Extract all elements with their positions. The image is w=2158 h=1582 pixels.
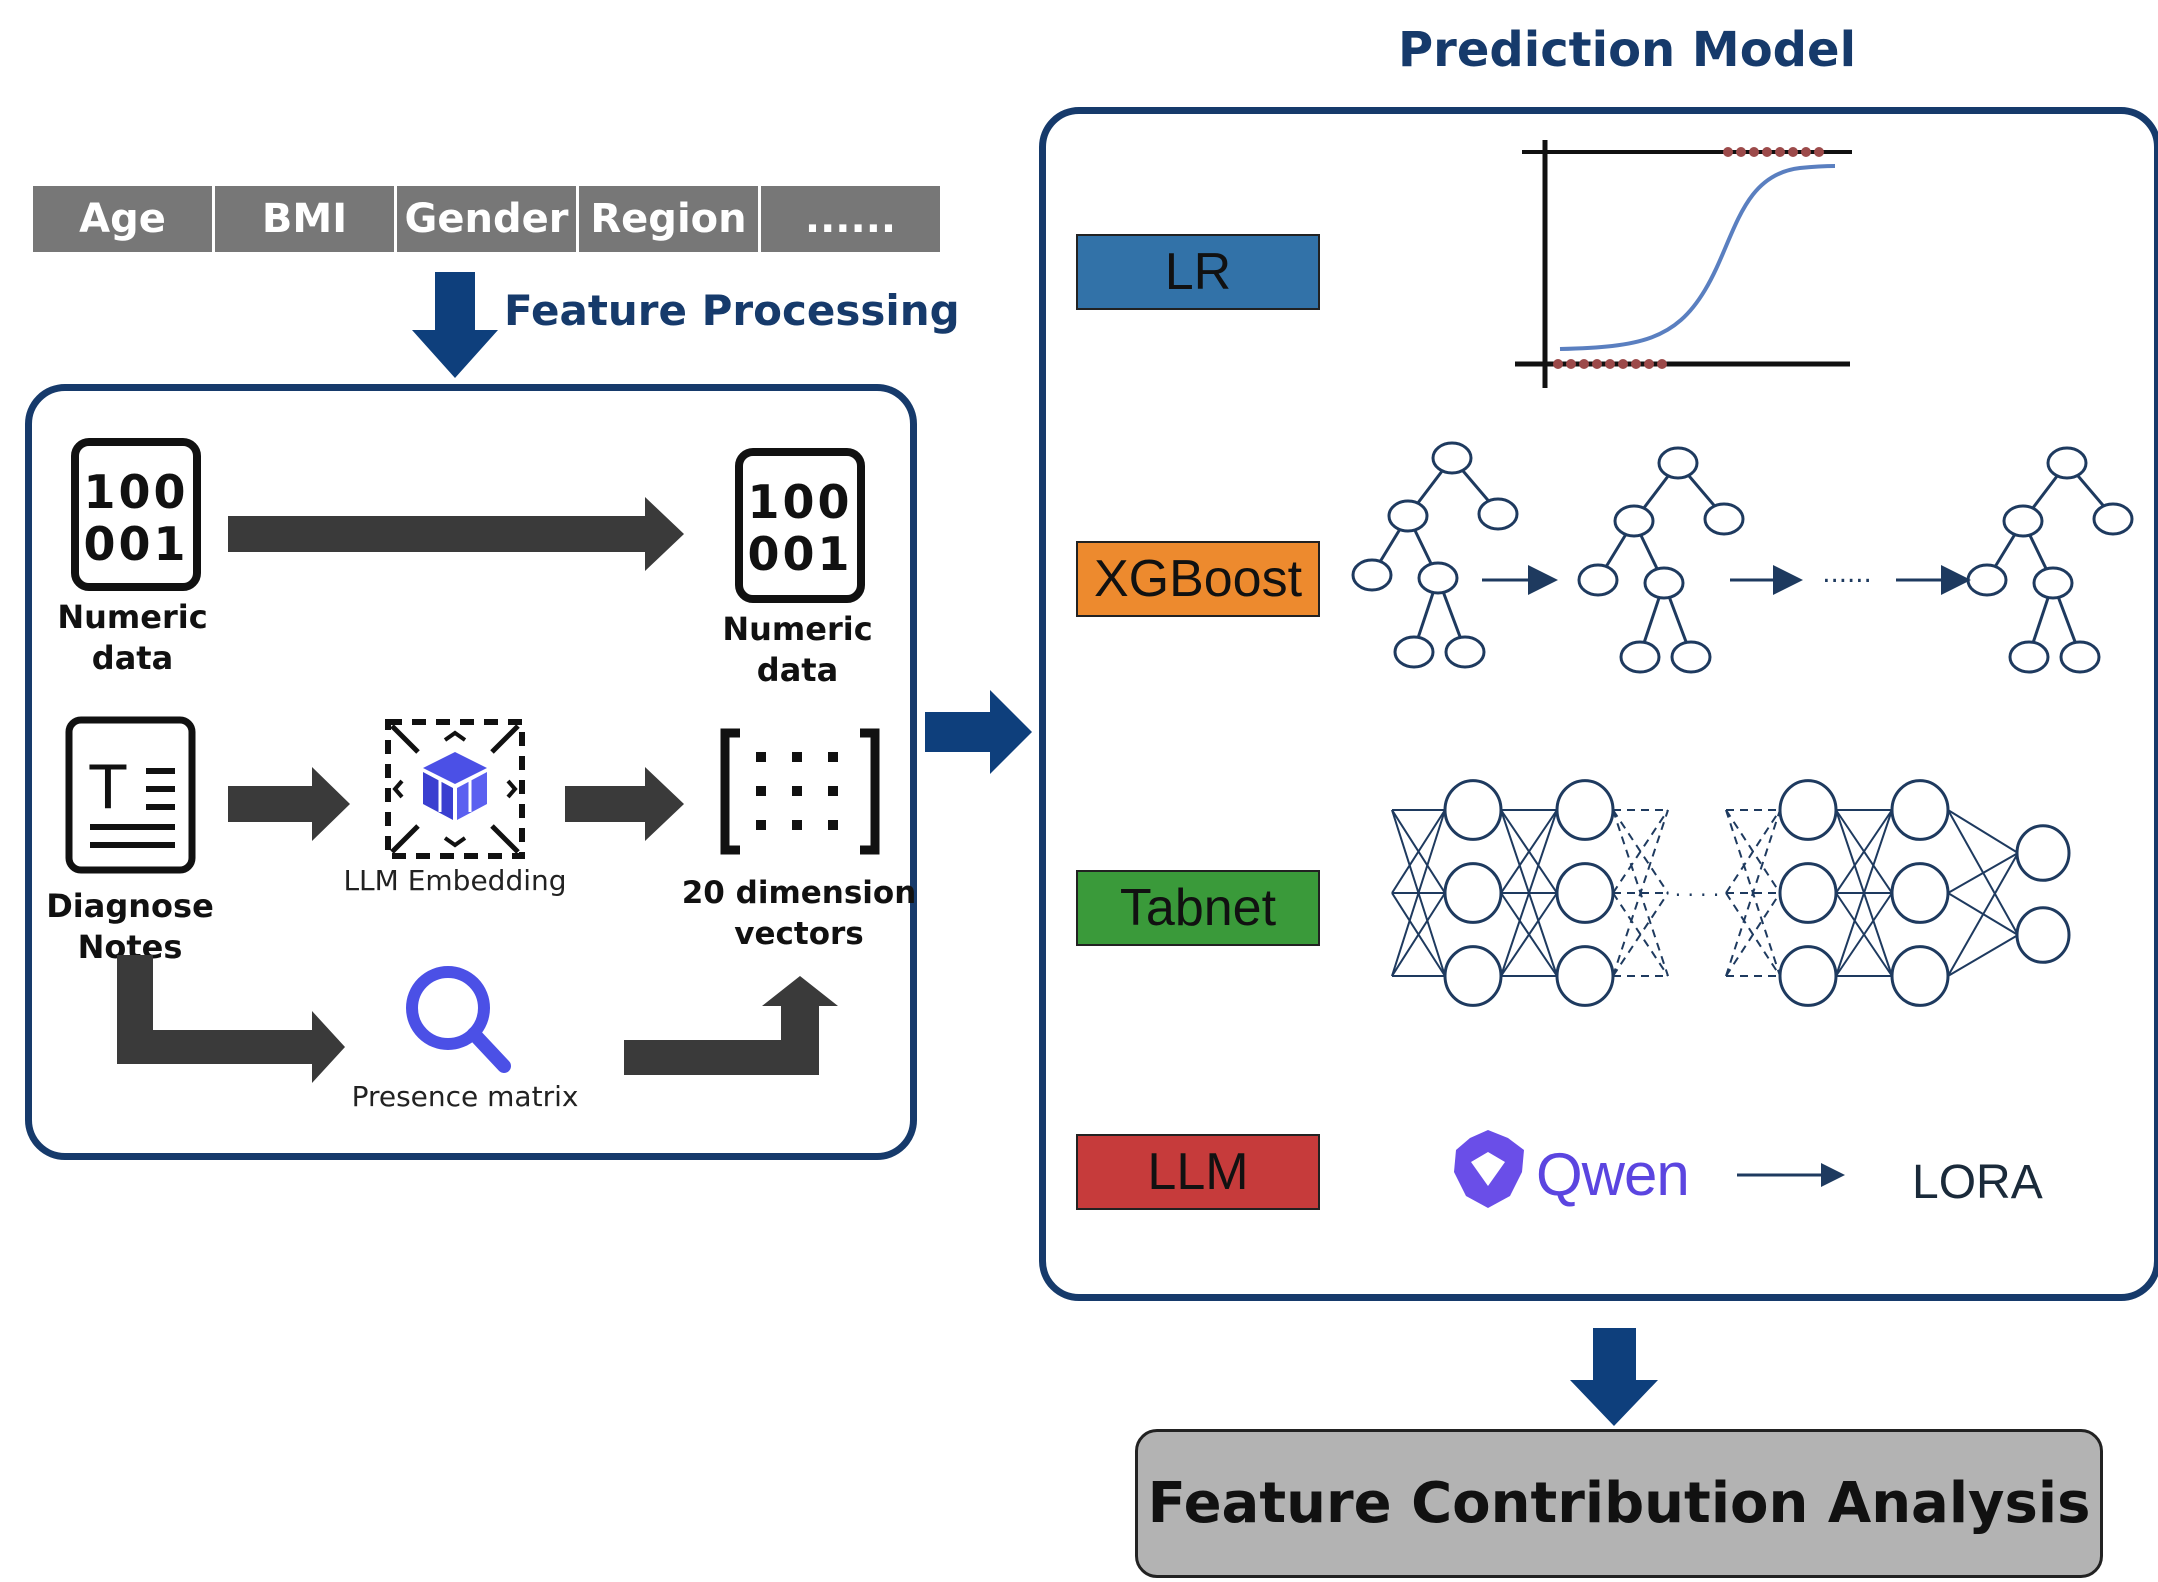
feature-contribution-analysis-box: Feature Contribution Analysis xyxy=(1135,1429,2103,1578)
feature-cell-age: Age xyxy=(33,186,212,252)
arrow-to-embedding-icon xyxy=(228,767,350,841)
model-box-llm: LLM xyxy=(1076,1134,1320,1210)
arrow-numeric-passthrough-icon xyxy=(228,497,684,571)
blue-down-arrow-analysis-icon xyxy=(1570,1328,1658,1426)
tabnet-ellipsis: · · · · xyxy=(1675,883,1720,907)
svg-text:001: 001 xyxy=(83,517,188,571)
svg-text:100: 100 xyxy=(747,475,852,529)
lora-label: LORA xyxy=(1912,1156,2043,1209)
vectors-label: 20 dimension vectors xyxy=(681,875,917,952)
numeric-input-label: Numeric data xyxy=(57,598,208,677)
tabnet-network-icon: · · · · xyxy=(1391,779,2071,1007)
model-box-xgboost: XGBoost xyxy=(1076,541,1320,617)
xgboost-ellipsis: ...... xyxy=(1822,559,1872,589)
feature-processing-title: Feature Processing xyxy=(504,286,960,335)
qwen-logo-text: Qwen xyxy=(1536,1141,1690,1208)
arrow-to-vectors-icon xyxy=(565,767,684,841)
model-box-tabnet: Tabnet xyxy=(1076,870,1320,946)
diagnose-notes-label: Diagnose Notes xyxy=(46,887,214,966)
prediction-model-title: Prediction Model xyxy=(1398,22,1857,78)
feature-cell-region: Region xyxy=(579,186,758,252)
svg-text:T: T xyxy=(89,753,127,823)
vector-matrix-icon xyxy=(720,728,880,855)
xgboost-trees-icon xyxy=(1351,441,2134,674)
llm-embedding-label: LLM Embedding xyxy=(343,864,567,897)
document-text-icon: T xyxy=(65,716,196,874)
search-icon xyxy=(406,966,511,1073)
llm-embedding-icon xyxy=(385,719,525,859)
numeric-data-output-icon: 100 001 xyxy=(735,448,865,603)
feature-cell-gender: Gender xyxy=(397,186,576,252)
numeric-data-icon: 100 001 xyxy=(71,438,201,591)
logistic-regression-sigmoid-icon xyxy=(1515,140,1852,388)
feature-cell-more: ...... xyxy=(761,186,940,252)
blue-down-arrow-icon xyxy=(412,272,498,378)
arrow-presence-to-vectors-icon xyxy=(624,976,838,1075)
numeric-output-label: Numeric data xyxy=(722,610,873,689)
qwen-logo-icon xyxy=(1454,1130,1524,1208)
svg-text:001: 001 xyxy=(747,527,852,581)
feature-cell-bmi: BMI xyxy=(215,186,394,252)
model-box-lr: LR xyxy=(1076,234,1320,310)
arrow-to-presence-icon xyxy=(117,955,345,1083)
presence-matrix-label: Presence matrix xyxy=(351,1080,579,1113)
svg-text:100: 100 xyxy=(83,465,188,519)
blue-right-arrow-icon xyxy=(925,690,1032,774)
